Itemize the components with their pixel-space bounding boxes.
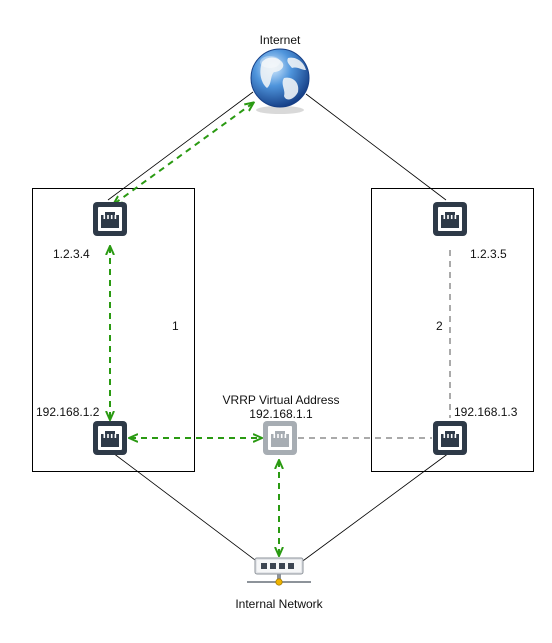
router1-private-ip: 192.168.1.2 — [36, 405, 100, 419]
internal-network-label: Internal Network — [235, 597, 323, 611]
router2-public-port-icon — [433, 202, 467, 236]
router1-private-port-icon — [93, 421, 127, 455]
active-link-internet-router1 — [114, 103, 253, 204]
router-2-box — [371, 188, 534, 472]
link-internet-router2 — [305, 93, 447, 201]
internet-label: Internet — [259, 33, 301, 47]
router2-private-ip: 192.168.1.3 — [454, 405, 518, 419]
vrrp-title: VRRP Virtual Address — [222, 393, 340, 407]
router1-public-port-icon — [93, 202, 127, 236]
link-router1-switch — [112, 452, 264, 567]
link-router2-switch — [295, 452, 450, 567]
vrrp-virtual-port-icon — [263, 421, 297, 455]
globe-icon — [250, 48, 310, 114]
link-internet-router1 — [107, 91, 254, 201]
router1-number: 1 — [172, 319, 179, 333]
router2-number: 2 — [436, 319, 443, 333]
vrrp-address: 192.168.1.1 — [249, 407, 313, 421]
router2-public-ip: 1.2.3.5 — [470, 247, 507, 261]
network-switch-icon — [247, 557, 311, 586]
router2-private-port-icon — [433, 421, 467, 455]
router1-public-ip: 1.2.3.4 — [53, 247, 90, 261]
